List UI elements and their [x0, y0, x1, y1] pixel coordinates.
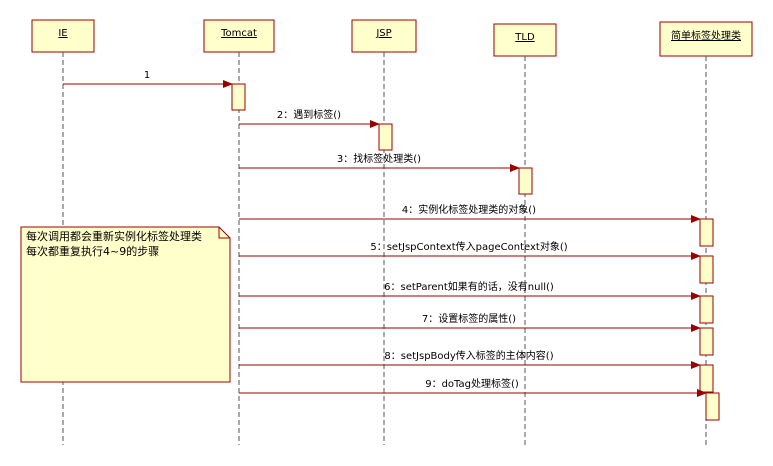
message-label-7: 7：设置标签的属性(): [422, 312, 516, 325]
activation-tld: [518, 167, 533, 195]
activation-handler-7: [699, 327, 714, 356]
lifeline-handler-head[interactable]: [659, 21, 753, 57]
lifeline-jsp-label: JSP: [375, 28, 391, 39]
lifeline-jsp-head[interactable]: [351, 19, 417, 53]
activation-jsp: [378, 123, 393, 151]
message-label-2: 2：遇到标签(): [277, 108, 341, 121]
message-8: 8：setJspBody传入标签的主体内容(): [239, 349, 701, 369]
message-label-4: 4：实例化标签处理类的对象(): [402, 203, 536, 216]
lifeline-handler: 简单标签处理类: [659, 21, 753, 445]
message-label-1: 1: [144, 70, 150, 81]
activation-handler-4: [699, 218, 714, 247]
lifeline-tomcat-head[interactable]: [203, 19, 275, 53]
activation-tomcat: [231, 83, 246, 111]
message-label-8: 8：setJspBody传入标签的主体内容(): [384, 349, 553, 362]
lifeline-tomcat: Tomcat: [203, 19, 275, 445]
activation-handler-5: [699, 255, 714, 284]
message-label-3: 3：找标签处理类(): [337, 152, 421, 165]
lifeline-tld-head[interactable]: [493, 23, 557, 57]
message-2: 2：遇到标签(): [239, 108, 380, 128]
message-5: 5：setJspContext传入pageContext对象(): [239, 240, 701, 260]
message-label-5: 5：setJspContext传入pageContext对象(): [370, 240, 567, 253]
lifeline-ie-head[interactable]: [31, 19, 95, 53]
message-label-6: 6：setParent如果有的话，没有null(): [384, 280, 554, 293]
note: 每次调用都会重新实例化标签处理类 每次都重复执行4~9的步骤: [20, 226, 231, 383]
activation-handler-6: [699, 295, 714, 324]
message-1: 1: [63, 70, 233, 88]
message-3: 3：找标签处理类(): [239, 152, 520, 172]
note-box: [20, 226, 231, 383]
message-9: 9：doTag处理标签(): [239, 377, 707, 397]
lifeline-ie-label: IE: [58, 28, 67, 39]
message-4: 4：实例化标签处理类的对象(): [239, 203, 701, 223]
note-fold: [218, 227, 230, 239]
lifeline-tld: TLD: [493, 23, 557, 445]
note-line-2: 每次都重复执行4~9的步骤: [26, 244, 159, 258]
lifeline-tld-label: TLD: [514, 32, 535, 43]
lifeline-jsp: JSP: [351, 19, 417, 445]
activation-handler-9: [705, 392, 720, 421]
message-6: 6：setParent如果有的话，没有null(): [239, 280, 701, 300]
message-7: 7：设置标签的属性(): [239, 312, 701, 332]
message-label-9: 9：doTag处理标签(): [425, 377, 519, 390]
activation-handler-8: [699, 364, 714, 393]
note-line-1: 每次调用都会重新实例化标签处理类: [26, 229, 202, 243]
lifeline-handler-label: 简单标签处理类: [671, 29, 741, 42]
lifeline-tomcat-label: Tomcat: [220, 28, 257, 39]
